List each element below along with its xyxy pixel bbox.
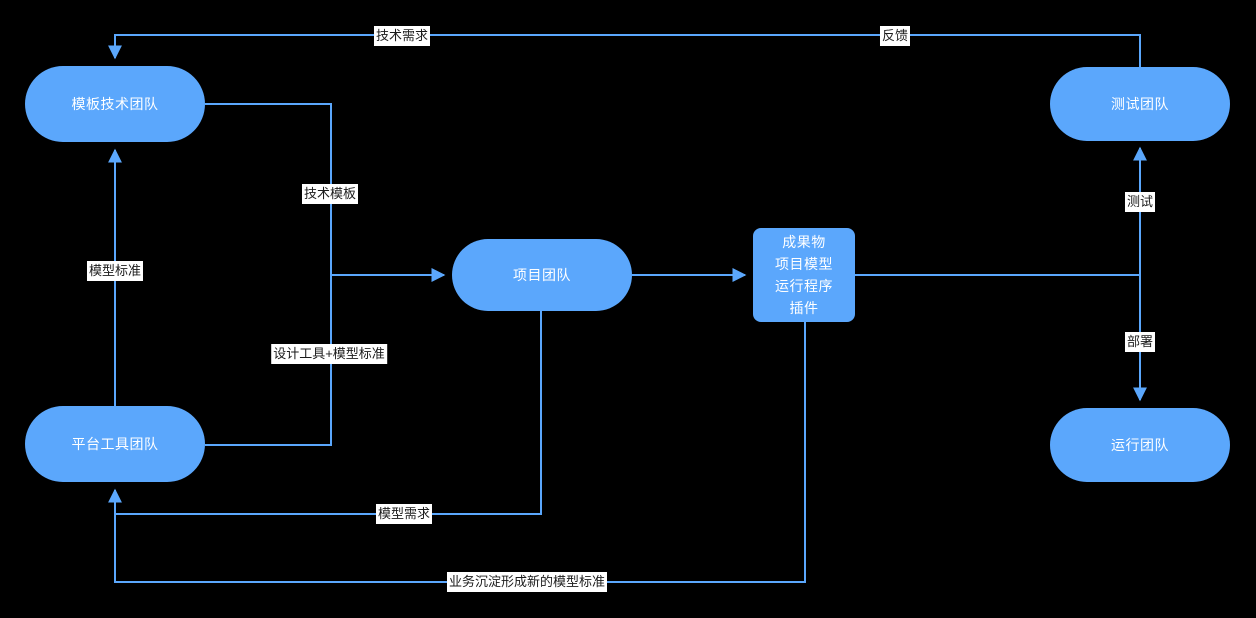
node-ops-team-label: 运行团队: [1111, 436, 1169, 453]
node-template-tech-team[interactable]: 模板技术团队: [25, 66, 205, 142]
edge-label-feedback: 反馈: [879, 26, 911, 46]
node-project-team[interactable]: 项目团队: [452, 239, 632, 311]
node-ops-team[interactable]: 运行团队: [1050, 408, 1230, 482]
edge-label-tech-requirement: 技术需求: [373, 26, 431, 46]
node-deliverables-label: 成果物 项目模型 运行程序 插件: [775, 234, 833, 316]
node-test-team[interactable]: 测试团队: [1050, 67, 1230, 141]
edge-label-tech-template: 技术模板: [301, 184, 359, 204]
edge-label-model-requirement: 模型需求: [375, 504, 433, 524]
edge-design-tool-model-standard: [205, 275, 332, 446]
edge-label-business-precipitation: 业务沉淀形成新的模型标准: [446, 572, 608, 592]
node-project-team-label: 项目团队: [513, 266, 571, 283]
edge-label-design-tool-model-standard: 设计工具+模型标准: [271, 344, 387, 364]
node-deliverables[interactable]: 成果物 项目模型 运行程序 插件: [753, 228, 855, 322]
edge-model-requirement: [108, 311, 542, 515]
edge-label-deploy: 部署: [1124, 332, 1156, 352]
edge-test: [855, 146, 1147, 276]
node-template-tech-team-label: 模板技术团队: [71, 95, 159, 112]
node-test-team-label: 测试团队: [1111, 95, 1169, 112]
edge-feedback-tech-requirement: [108, 34, 1141, 67]
edge-business-precipitation: [114, 322, 806, 583]
node-platform-tool-team-label: 平台工具团队: [71, 435, 159, 452]
edge-label-model-standard: 模型标准: [86, 261, 144, 281]
node-platform-tool-team[interactable]: 平台工具团队: [25, 406, 205, 482]
edge-label-test: 测试: [1124, 192, 1156, 212]
